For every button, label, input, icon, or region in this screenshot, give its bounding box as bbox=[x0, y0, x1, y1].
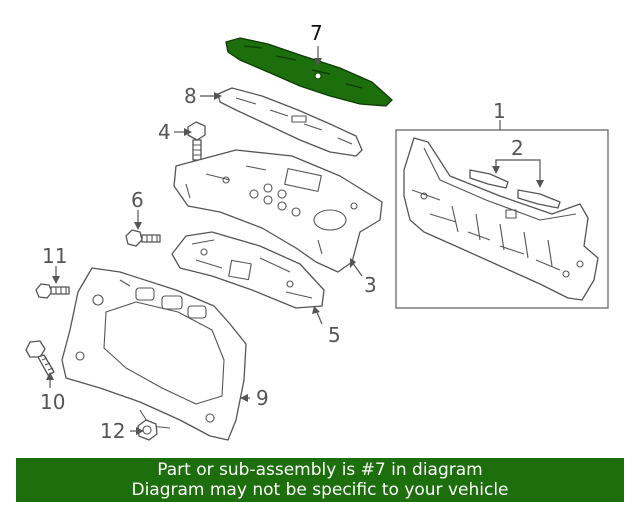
part-3-rear-panel[interactable] bbox=[173, 149, 383, 273]
part-11-bolt[interactable] bbox=[35, 283, 70, 299]
leader-lines bbox=[46, 46, 544, 435]
disclaimer-banner: Part or sub-assembly is #7 in diagram Di… bbox=[16, 458, 624, 502]
part-12-nut[interactable] bbox=[137, 419, 158, 441]
callout-4: 4 bbox=[158, 120, 171, 144]
callout-3: 3 bbox=[364, 273, 377, 297]
part-1-assembly-box[interactable] bbox=[395, 129, 609, 309]
part-5-panel[interactable] bbox=[171, 231, 325, 309]
callout-11: 11 bbox=[42, 244, 67, 268]
callout-7: 7 bbox=[310, 21, 323, 45]
part-9-lower-panel[interactable] bbox=[61, 267, 247, 441]
part-10-bolt[interactable] bbox=[25, 340, 55, 376]
part-2-brackets[interactable] bbox=[469, 169, 561, 209]
callout-10: 10 bbox=[40, 390, 65, 414]
callout-6: 6 bbox=[131, 188, 144, 212]
part-4-bolt[interactable] bbox=[187, 121, 206, 161]
disclaimer-line-2: Diagram may not be specific to your vehi… bbox=[131, 480, 509, 500]
callout-5: 5 bbox=[328, 323, 341, 347]
callout-9: 9 bbox=[256, 386, 269, 410]
part-8-reinforcement[interactable] bbox=[217, 87, 363, 157]
callout-8: 8 bbox=[184, 84, 197, 108]
callout-2: 2 bbox=[511, 136, 524, 160]
exploded-parts-diagram: 7 8 4 6 11 10 12 9 3 5 1 2 bbox=[25, 21, 609, 443]
part-6-bolt[interactable] bbox=[125, 229, 161, 247]
callout-1: 1 bbox=[493, 99, 506, 123]
part-7-highlighted[interactable] bbox=[225, 37, 393, 107]
callout-12: 12 bbox=[100, 419, 125, 443]
disclaimer-line-1: Part or sub-assembly is #7 in diagram bbox=[157, 460, 483, 480]
